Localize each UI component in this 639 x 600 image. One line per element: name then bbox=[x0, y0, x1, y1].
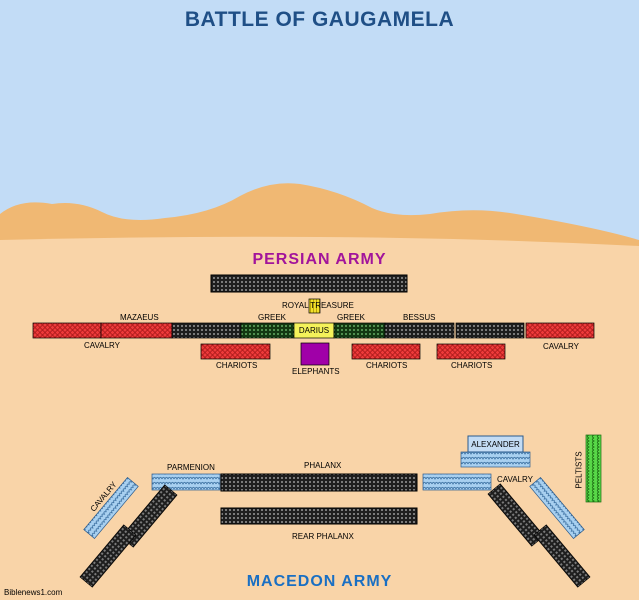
rear-phalanx-label: REAR PHALANX bbox=[292, 532, 354, 541]
left-flank-cavalry bbox=[83, 476, 139, 540]
greek-left-label: GREEK bbox=[258, 313, 287, 322]
right-cavalry-label: CAVALRY bbox=[497, 475, 534, 484]
darius-label: DARIUS bbox=[298, 326, 330, 335]
page-title: BATTLE OF GAUGAMELA bbox=[184, 8, 455, 31]
persian-left-cavalry-label: CAVALRY bbox=[84, 341, 121, 350]
chariots-left-label: CHARIOTS bbox=[216, 361, 258, 370]
persian-rear-infantry bbox=[210, 274, 408, 293]
elephants-label: ELEPHANTS bbox=[292, 367, 340, 376]
bessus-label: BESSUS bbox=[403, 313, 436, 322]
alexander-label: ALEXANDER bbox=[471, 439, 520, 449]
chariots-right-label: CHARIOTS bbox=[451, 361, 493, 370]
right-flank-infantry-upper bbox=[487, 483, 545, 547]
site-credit: Biblenews1.com bbox=[4, 588, 63, 597]
greek-mercenaries-left bbox=[240, 322, 295, 339]
left-flank-infantry-lower bbox=[79, 524, 137, 588]
phalanx-label: PHALANX bbox=[304, 461, 342, 470]
companion-cavalry bbox=[460, 451, 531, 468]
persian-right-cavalry bbox=[525, 322, 595, 339]
bessus-infantry bbox=[384, 322, 455, 339]
phalanx-unit bbox=[220, 473, 418, 492]
persian-right-infantry bbox=[455, 322, 525, 339]
persian-right-cavalry-label: CAVALRY bbox=[543, 342, 580, 351]
chariots-left bbox=[200, 343, 271, 360]
parmenion-label: PARMENION bbox=[167, 463, 215, 472]
royal-treasure-marker bbox=[308, 298, 321, 314]
greek-right-label: GREEK bbox=[337, 313, 366, 322]
mazaeus-cavalry bbox=[100, 322, 173, 339]
persian-left-infantry bbox=[171, 322, 242, 339]
persian-army-heading: PERSIAN ARMY bbox=[252, 251, 387, 268]
chariots-right bbox=[436, 343, 506, 360]
right-flank-infantry-lower bbox=[533, 524, 591, 588]
chariots-center bbox=[351, 343, 421, 360]
right-cavalry-line bbox=[422, 473, 492, 491]
elephants-unit bbox=[300, 342, 330, 366]
macedon-army-heading: MACEDON ARMY bbox=[246, 573, 393, 590]
persian-left-cavalry bbox=[32, 322, 102, 339]
chariots-center-label: CHARIOTS bbox=[366, 361, 408, 370]
rear-phalanx-unit bbox=[220, 507, 418, 525]
peltasts-unit bbox=[585, 434, 602, 503]
royal-treasure-label: ROYAL TREASURE bbox=[282, 301, 354, 310]
mazaeus-label: MAZAEUS bbox=[120, 313, 159, 322]
parmenion-cavalry bbox=[151, 473, 221, 491]
peltists-label: PELTISTS bbox=[574, 451, 584, 489]
greek-mercenaries-right bbox=[333, 322, 386, 339]
right-flank-cavalry bbox=[529, 476, 585, 540]
